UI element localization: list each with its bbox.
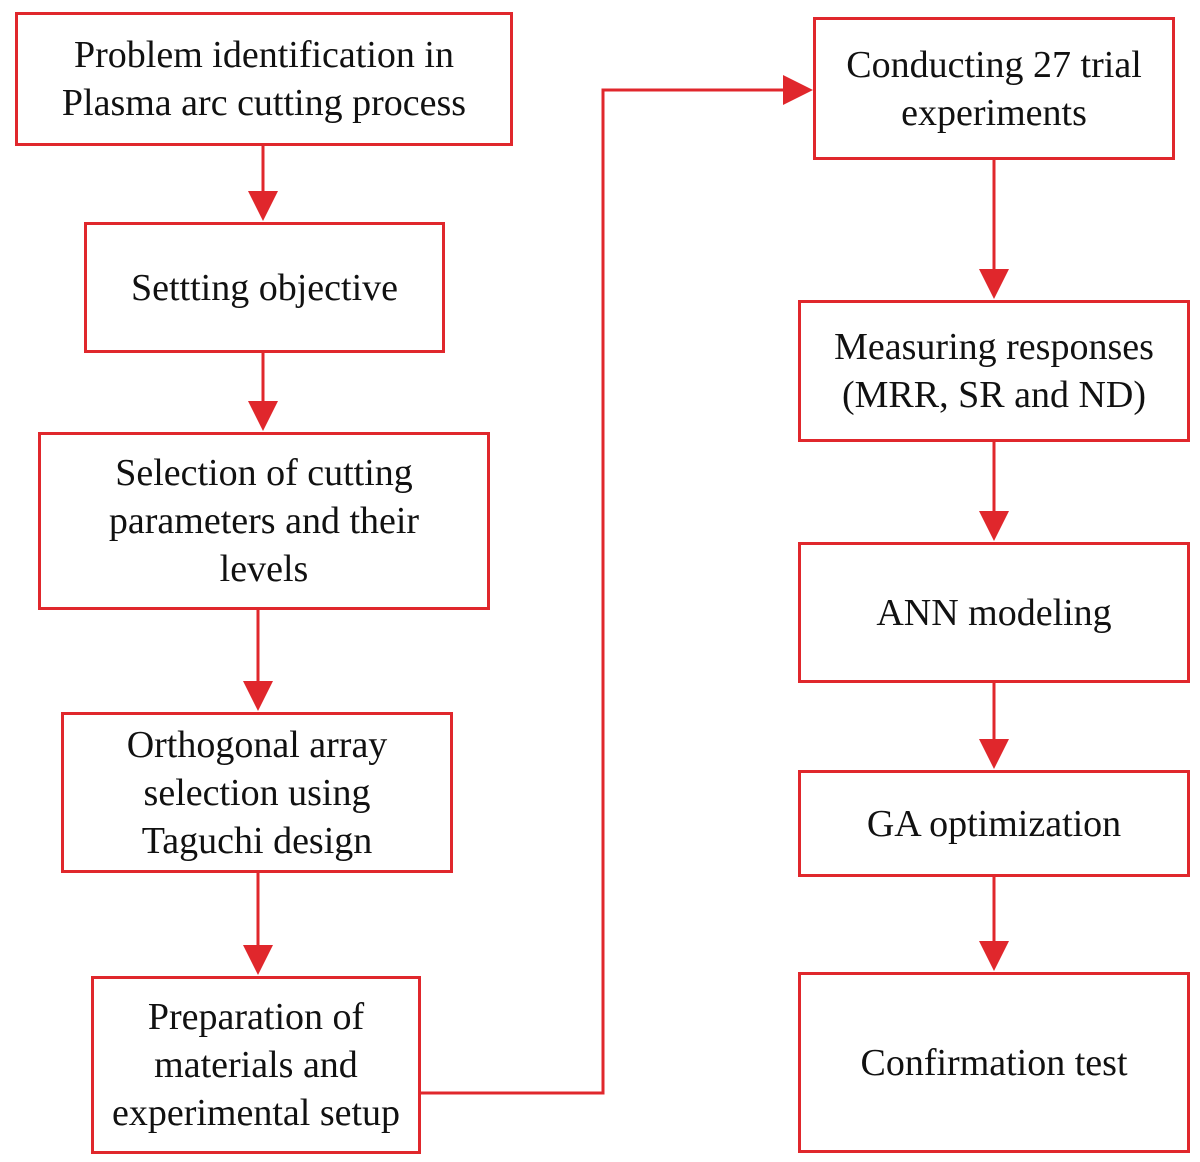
- step-trial-experiments: Conducting 27 trial experiments: [813, 17, 1175, 160]
- step-problem-identification: Problem identification in Plasma arc cut…: [15, 12, 513, 146]
- step-ann-modeling: ANN modeling: [798, 542, 1190, 683]
- step-setting-objective: Settting objective: [84, 222, 445, 353]
- arrow-preparation-to-trials: [421, 75, 813, 1095]
- step-preparation: Preparation of materials and experimenta…: [91, 976, 421, 1154]
- step-confirmation-test: Confirmation test: [798, 972, 1190, 1153]
- step-parameter-selection: Selection of cutting parameters and thei…: [38, 432, 490, 610]
- step-orthogonal-array: Orthogonal array selection using Taguchi…: [61, 712, 453, 873]
- step-ga-optimization: GA optimization: [798, 770, 1190, 877]
- step-measuring-responses: Measuring responses (MRR, SR and ND): [798, 300, 1190, 442]
